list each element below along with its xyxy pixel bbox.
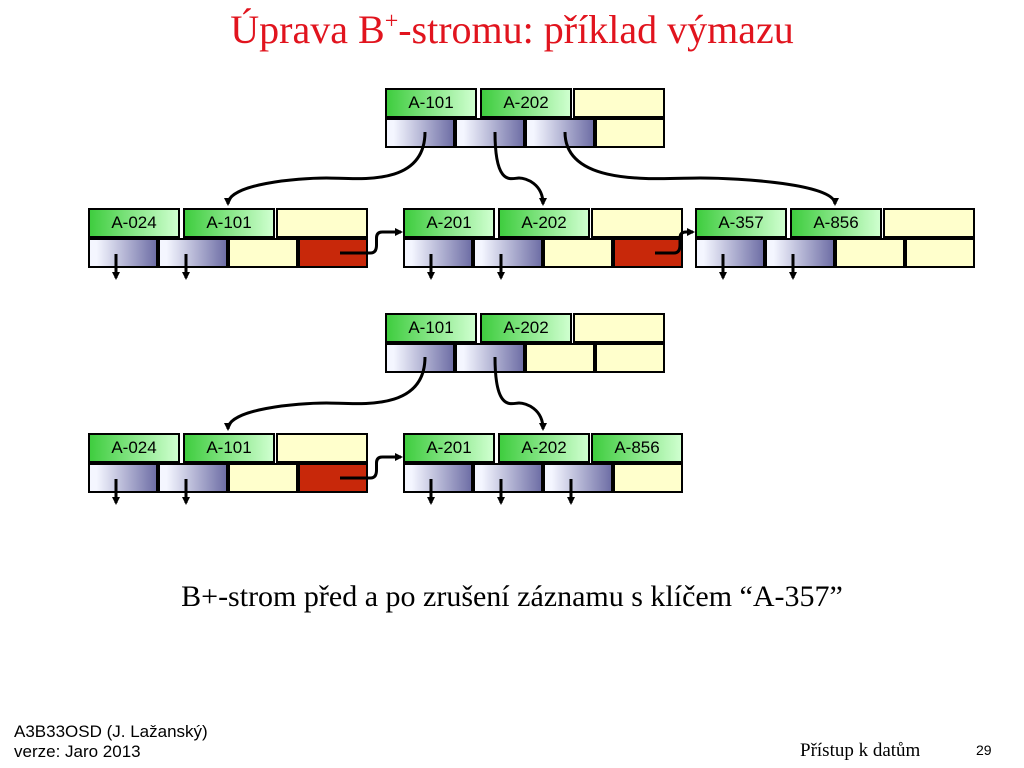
key-cell: A-202 bbox=[480, 313, 572, 343]
key-cell: A-101 bbox=[183, 433, 275, 463]
pointer-cell bbox=[525, 118, 595, 148]
key-cell bbox=[883, 208, 975, 238]
page-number: 29 bbox=[976, 742, 992, 758]
pointer-cell bbox=[385, 118, 455, 148]
key-cell: A-101 bbox=[183, 208, 275, 238]
key-cell: A-024 bbox=[88, 208, 180, 238]
key-cell: A-024 bbox=[88, 433, 180, 463]
key-cell bbox=[573, 313, 665, 343]
key-cell bbox=[573, 88, 665, 118]
pointer-cell bbox=[595, 343, 665, 373]
pointer-cell bbox=[695, 238, 765, 268]
child-pointer-arrow bbox=[493, 356, 547, 431]
pointer-cell bbox=[473, 238, 543, 268]
pointer-cell bbox=[403, 463, 473, 493]
next-leaf-arrow bbox=[340, 228, 403, 255]
slide-title: Úprava B+-stromu: příklad výmazu bbox=[0, 6, 1024, 53]
footer-topic: Přístup k datům bbox=[800, 740, 921, 761]
footer-version: verze: Jaro 2013 bbox=[14, 742, 141, 761]
pointer-cell bbox=[543, 238, 613, 268]
key-cell: A-202 bbox=[498, 208, 590, 238]
pointer-cell bbox=[595, 118, 665, 148]
pointer-cell bbox=[525, 343, 595, 373]
child-pointer-arrow bbox=[563, 131, 839, 206]
footer-left: A3B33OSD (J. Lažanský) verze: Jaro 2013 bbox=[14, 722, 208, 762]
pointer-cell bbox=[543, 463, 613, 493]
next-leaf-arrow bbox=[655, 228, 695, 255]
child-pointer-arrow bbox=[493, 131, 547, 206]
key-cell: A-101 bbox=[385, 313, 477, 343]
pointer-cell bbox=[835, 238, 905, 268]
key-cell: A-201 bbox=[403, 433, 495, 463]
pointer-cell bbox=[158, 463, 228, 493]
footer-course: A3B33OSD (J. Lažanský) bbox=[14, 722, 208, 741]
pointer-cell bbox=[158, 238, 228, 268]
title-rest: -stromu: příklad výmazu bbox=[398, 7, 794, 52]
next-leaf-arrow bbox=[340, 453, 403, 480]
title-main: Úprava B bbox=[230, 7, 385, 52]
caption: B+-strom před a po zrušení záznamu s klí… bbox=[181, 580, 843, 613]
child-pointer-arrow bbox=[224, 356, 427, 431]
pointer-cell bbox=[88, 463, 158, 493]
key-cell bbox=[276, 208, 368, 238]
key-cell: A-101 bbox=[385, 88, 477, 118]
pointer-cell bbox=[473, 463, 543, 493]
pointer-cell bbox=[385, 343, 455, 373]
pointer-cell bbox=[905, 238, 975, 268]
pointer-cell bbox=[765, 238, 835, 268]
child-pointer-arrow bbox=[224, 131, 427, 206]
pointer-cell bbox=[88, 238, 158, 268]
title-superscript: + bbox=[384, 8, 399, 35]
pointer-cell bbox=[613, 463, 683, 493]
key-cell: A-856 bbox=[591, 433, 683, 463]
pointer-cell bbox=[403, 238, 473, 268]
key-cell: A-202 bbox=[480, 88, 572, 118]
key-cell bbox=[276, 433, 368, 463]
pointer-cell bbox=[455, 343, 525, 373]
key-cell: A-201 bbox=[403, 208, 495, 238]
pointer-cell bbox=[228, 463, 298, 493]
pointer-cell bbox=[228, 238, 298, 268]
key-cell: A-856 bbox=[790, 208, 882, 238]
pointer-cell bbox=[455, 118, 525, 148]
key-cell bbox=[591, 208, 683, 238]
key-cell: A-202 bbox=[498, 433, 590, 463]
key-cell: A-357 bbox=[695, 208, 787, 238]
